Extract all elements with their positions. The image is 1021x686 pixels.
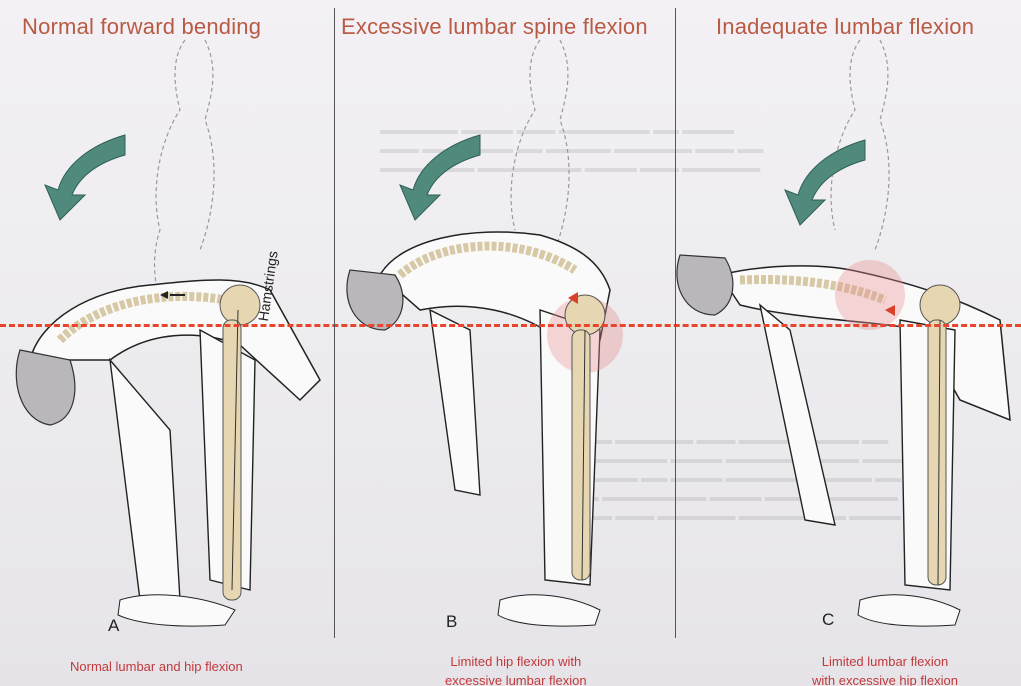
panel-c-title: Inadequate lumbar flexion [716,14,974,40]
bend-arrow-a [45,135,125,220]
panel-a-caption: Normal lumbar and hip flexion [70,657,243,676]
caption-line: Normal lumbar and hip flexion [70,657,243,676]
figure-b [347,232,623,626]
caption-line: with excessive hip flexion [812,671,958,686]
panel-c-caption: Limited lumbar flexion with excessive hi… [812,652,958,686]
bend-arrows [45,135,865,225]
reference-dashed-line [0,324,1021,327]
caption-line: Limited hip flexion with [445,652,587,671]
panel-c-letter: C [822,610,834,630]
panel-b-caption: Limited hip flexion with excessive lumba… [445,652,587,686]
head-b [347,270,403,330]
panel-b-title: Excessive lumbar spine flexion [341,14,648,40]
caption-line: Limited lumbar flexion [812,652,958,671]
head-a [16,350,75,425]
bend-arrow-c [785,140,865,225]
figure-c [677,255,1010,626]
panel-a-letter: A [108,616,119,636]
caption-line: excessive lumbar flexion [445,671,587,686]
panel-divider-1 [334,8,335,638]
panel-divider-2 [675,8,676,638]
panel-b-letter: B [446,612,457,632]
panel-a-title: Normal forward bending [22,14,261,40]
bend-arrow-b [400,135,480,220]
figure-a [16,280,320,626]
head-c [677,255,733,315]
